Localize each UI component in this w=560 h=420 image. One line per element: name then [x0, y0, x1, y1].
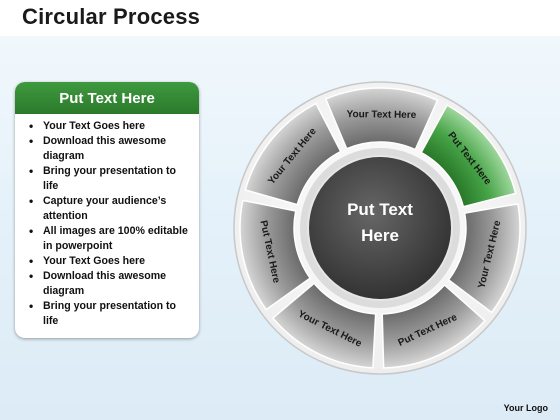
cycle-segment [239, 199, 312, 311]
cycle-segment [324, 87, 439, 151]
center-text-line-1: Put Text [347, 200, 413, 219]
slide-title: Circular Process [22, 4, 201, 29]
cycle-segment [244, 102, 342, 206]
cycle-segment [381, 283, 486, 369]
bullet-item: Bring your presentation to life [27, 299, 193, 329]
bullet-item: Your Text Goes here [27, 119, 193, 134]
bullet-list: Your Text Goes here Download this awesom… [15, 114, 199, 329]
cycle-segment-highlighted [420, 104, 517, 208]
text-panel: Put Text Here Your Text Goes here Downlo… [15, 82, 199, 338]
center-text-line-2: Here [361, 226, 399, 245]
panel-header: Put Text Here [15, 82, 199, 114]
cycle-segment [447, 202, 521, 314]
center-circle [307, 155, 453, 301]
cycle-segment [271, 282, 377, 369]
bullet-item: Your Text Goes here [27, 254, 193, 269]
bullet-item: Download this awesome diagram [27, 134, 193, 164]
bullet-item: Download this awesome diagram [27, 269, 193, 299]
title-band [0, 0, 560, 36]
segment-label: Your Text Here [347, 109, 417, 121]
logo-placeholder: Your Logo [503, 403, 548, 413]
bullet-item: Bring your presentation to life [27, 164, 193, 194]
bullet-item: Capture your audience’s attention [27, 194, 193, 224]
bullet-item: All images are 100% editable in powerpoi… [27, 224, 193, 254]
